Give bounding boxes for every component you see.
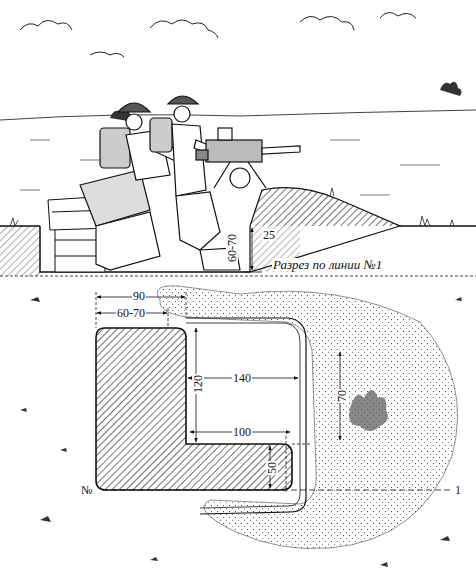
dimension: 140	[232, 372, 252, 384]
dimension: 25	[262, 229, 276, 241]
dimension: 120	[192, 374, 204, 394]
dimension: 50	[266, 461, 278, 475]
dimension: 70	[336, 389, 348, 403]
section-mark: №	[80, 484, 93, 496]
section-mark: 1	[454, 484, 462, 496]
dimension: 100	[232, 426, 252, 438]
dimension: 90	[132, 290, 146, 302]
dimension: 60-70	[226, 233, 238, 263]
section-caption: Разрез по линии №1	[272, 258, 383, 271]
dimension: 60-70	[116, 307, 146, 319]
